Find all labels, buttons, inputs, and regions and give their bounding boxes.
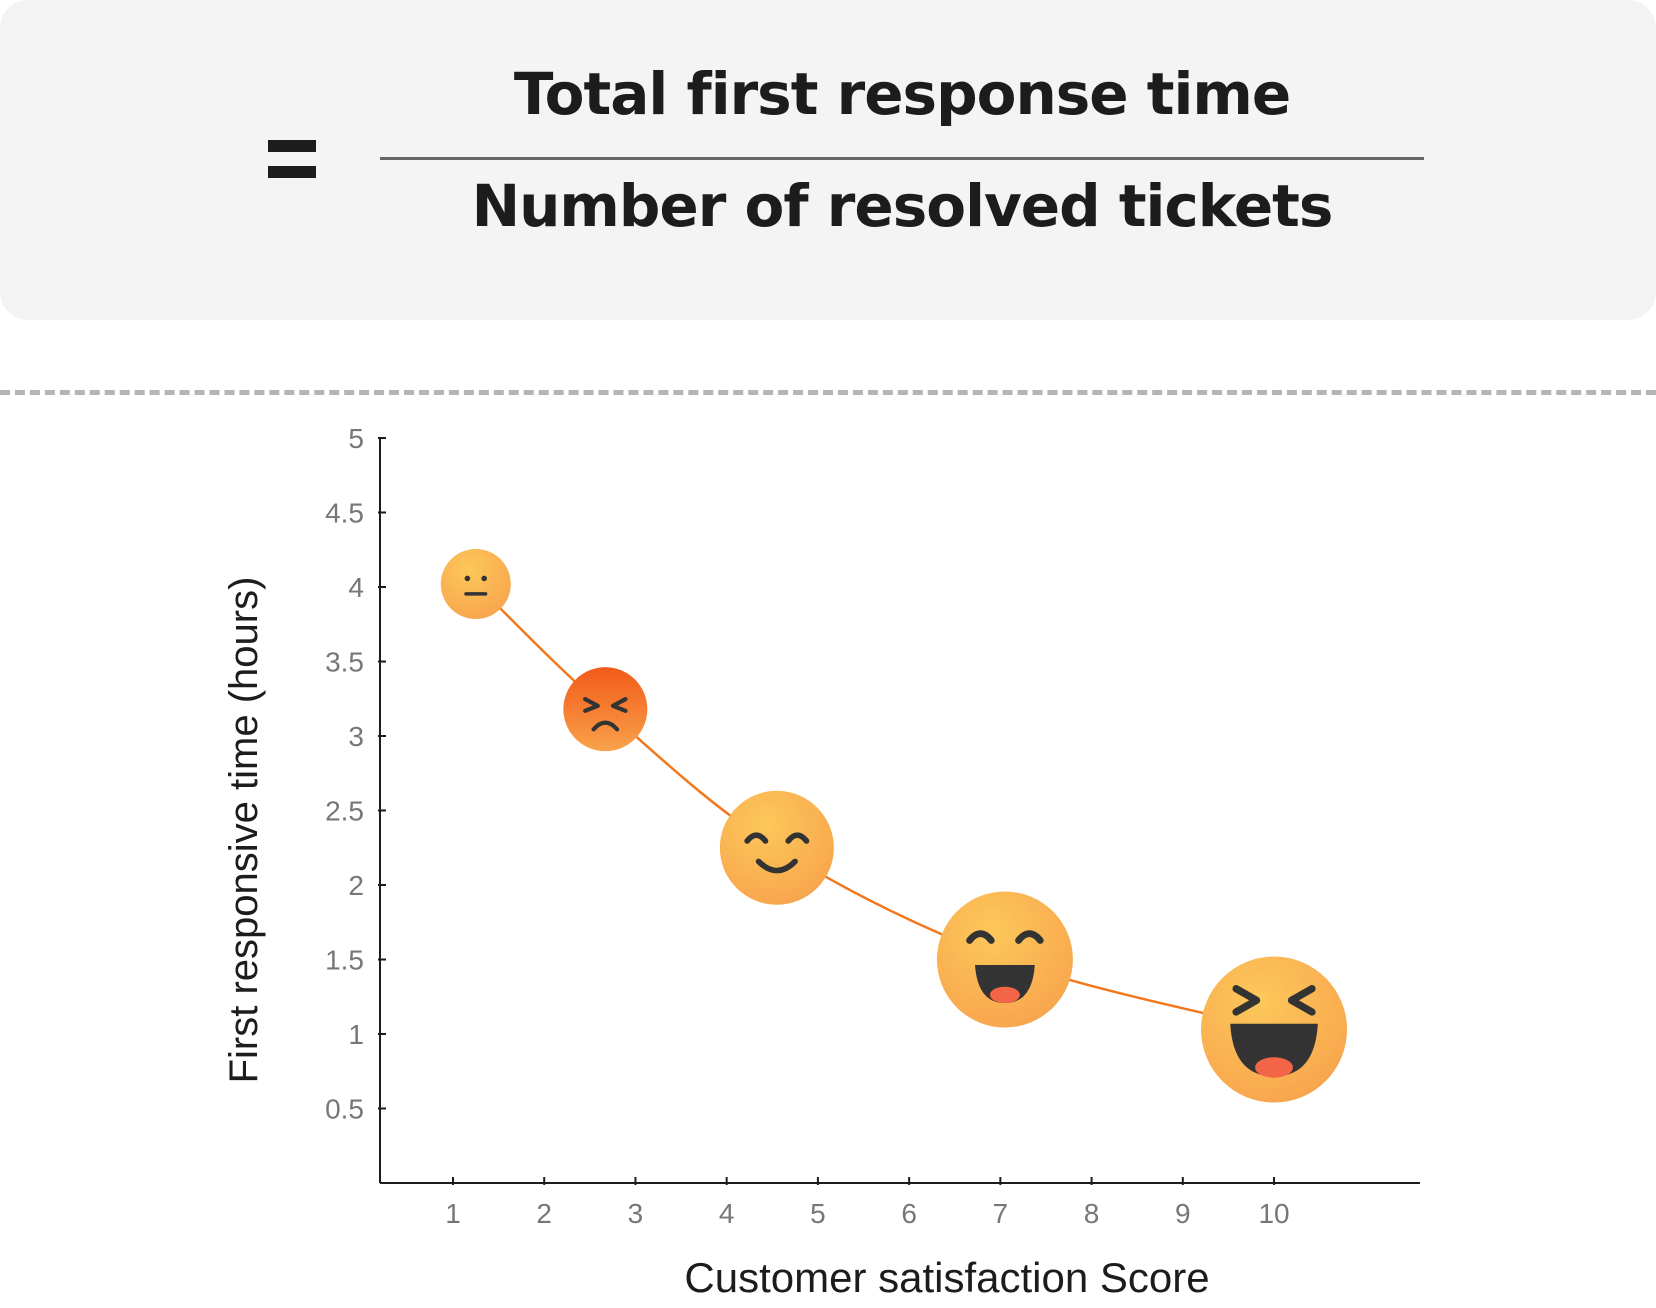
x-tick-label: 9 [1175, 1198, 1191, 1229]
x-tick-label: 8 [1084, 1198, 1100, 1229]
x-tick-label: 10 [1258, 1198, 1289, 1229]
y-tick-label: 1 [348, 1019, 364, 1050]
x-tick-label: 6 [901, 1198, 917, 1229]
y-tick-label: 1.5 [325, 945, 364, 976]
series-line [474, 583, 1275, 1031]
laughing-face-icon [1201, 956, 1348, 1103]
y-tick-label: 5 [348, 423, 364, 454]
x-tick-label: 4 [719, 1198, 735, 1229]
dashed-divider [0, 390, 1656, 395]
y-tick-label: 4 [348, 572, 364, 603]
angry-face-icon [563, 667, 648, 752]
y-tick-label: 0.5 [325, 1094, 364, 1125]
formula-numerator: Total first response time [513, 60, 1291, 128]
smiling-face-icon [719, 790, 834, 905]
y-tick-label: 3 [348, 721, 364, 752]
y-tick-label: 4.5 [325, 498, 364, 529]
x-axis-label: Customer satisfaction Score [684, 1254, 1209, 1301]
x-tick-label: 5 [810, 1198, 826, 1229]
equals-sign [268, 140, 316, 178]
x-tick-label: 7 [993, 1198, 1009, 1229]
y-tick-label: 2 [348, 870, 364, 901]
neutral-face-icon [440, 549, 511, 620]
formula-denominator: Number of resolved tickets [471, 172, 1334, 240]
y-tick-label: 2.5 [325, 796, 364, 827]
x-tick-label: 2 [536, 1198, 552, 1229]
y-axis-label: First responsive time (hours) [222, 577, 266, 1084]
x-tick-label: 1 [445, 1198, 461, 1229]
fraction-line [380, 157, 1424, 160]
x-tick-label: 3 [628, 1198, 644, 1229]
y-tick-label: 3.5 [325, 647, 364, 678]
grinning-face-icon [936, 891, 1073, 1028]
formula-panel: Total first response time Number of reso… [0, 0, 1656, 320]
